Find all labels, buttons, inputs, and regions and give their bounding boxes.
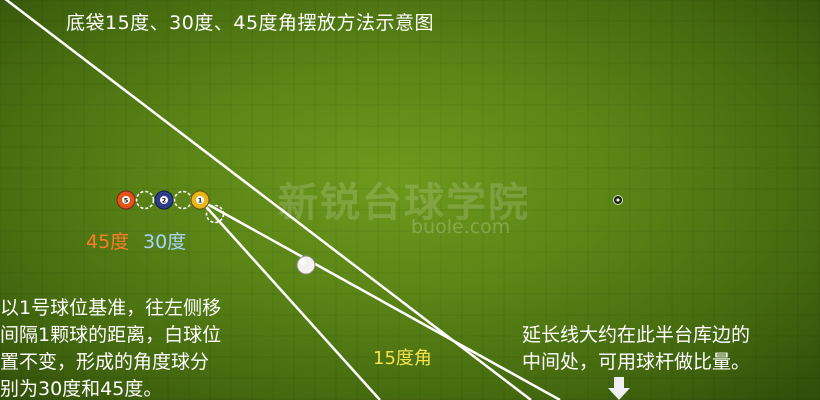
ghost-ball-target — [205, 204, 225, 224]
angle-label-15: 15度角 — [373, 348, 432, 369]
ball-2-number: 2 — [162, 197, 167, 205]
left-note-line: 别为30度和45度。 — [0, 378, 163, 400]
aim-line-15deg — [199, 198, 561, 400]
right-explanation: 延长线大约在此半台库边的 中间处，可用球杆做比量。 — [522, 322, 750, 376]
right-note-line: 延长线大约在此半台库边的 — [522, 324, 751, 346]
cue-ball — [296, 255, 316, 275]
ghost-ball-position — [135, 190, 155, 210]
left-note-line: 置不变，形成的角度球分 — [0, 351, 210, 373]
diagram-title: 底袋15度、30度、45度角摆放方法示意图 — [66, 12, 435, 34]
ball-2: 2 — [154, 190, 174, 210]
down-arrow-icon — [608, 377, 630, 400]
left-note-line: 以1号球位基准，往左侧移 — [0, 297, 222, 319]
watermark-url: buole.com — [411, 216, 511, 238]
angle-label-45: 45度 — [86, 231, 130, 253]
left-explanation: 以1号球位基准，往左侧移 间隔1颗球的距离，白球位 置不变，形成的角度球分 别为… — [0, 295, 221, 400]
aim-line-30deg — [199, 199, 381, 400]
ball-5-number: 5 — [124, 197, 129, 205]
aim-line-45deg — [4, 0, 532, 400]
angle-label-30: 30度 — [143, 231, 187, 253]
right-note-line: 中间处，可用球杆做比量。 — [522, 351, 751, 373]
ball-1: 1 — [190, 190, 210, 210]
table-spot-marker — [613, 195, 623, 205]
ball-1-number: 1 — [198, 197, 203, 205]
ball-5: 5 — [116, 190, 136, 210]
watermark-text: 新锐台球学院 — [278, 180, 530, 226]
left-note-line: 间隔1颗球的距离，白球位 — [0, 324, 222, 346]
ghost-ball-position — [173, 190, 193, 210]
